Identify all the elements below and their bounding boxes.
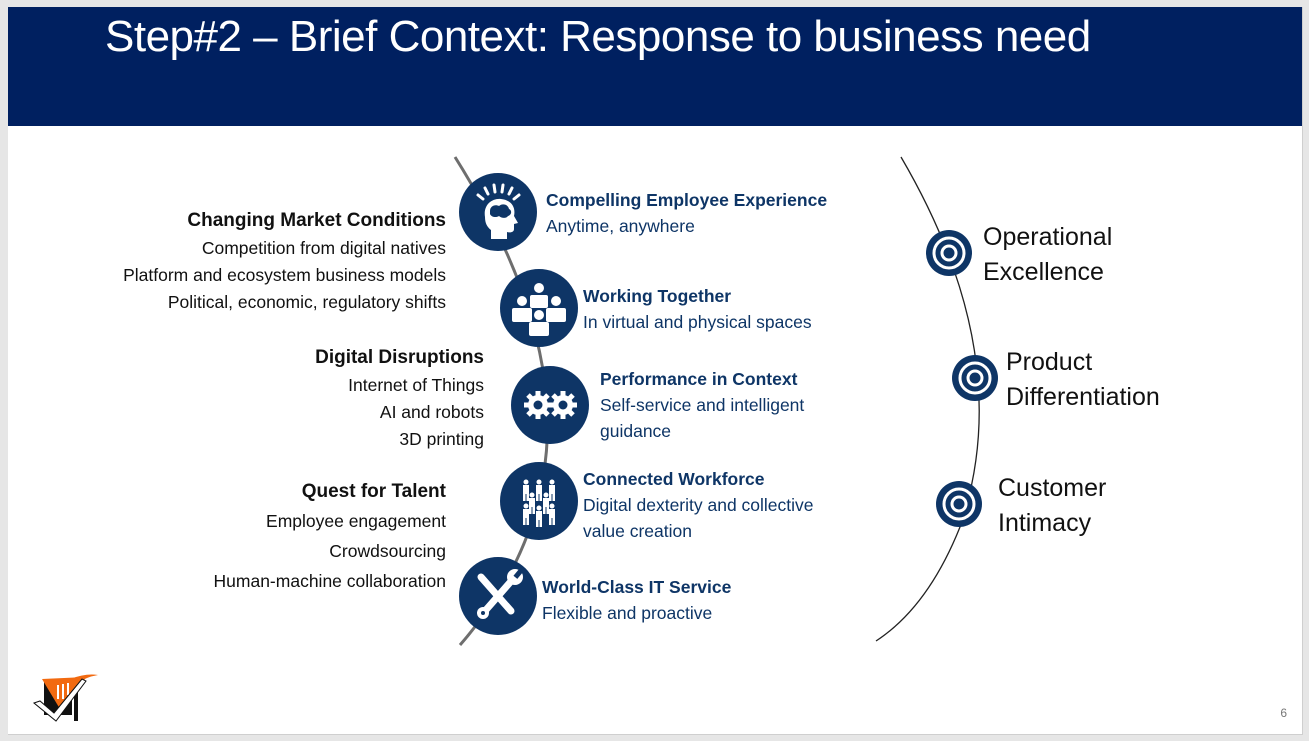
capability-title: World-Class IT Service (542, 577, 732, 597)
page-number: 6 (1280, 706, 1287, 720)
outcome-line: Operational (983, 223, 1113, 251)
driver-item: Platform and ecosystem business models (123, 265, 446, 285)
outcome-label: Operational Excellence (983, 220, 1112, 290)
driver-group-talent: Quest for Talent Employee engagement Cro… (214, 477, 446, 596)
target-icon (926, 230, 972, 276)
capability-subtitle: Flexible and proactive (542, 603, 713, 623)
capability-subtitle: Self-service and intelligent (600, 395, 805, 415)
driver-group-market: Changing Market Conditions Competition f… (123, 206, 446, 316)
driver-item: Crowdsourcing (329, 541, 446, 561)
outcome-line: Customer (998, 474, 1107, 502)
capability-subtitle: Digital dexterity and collective (583, 495, 814, 515)
title-bar: Step#2 – Brief Context: Response to busi… (8, 7, 1302, 126)
target-icon (952, 355, 998, 401)
driver-item: 3D printing (399, 429, 484, 449)
capability-text: Working Together In virtual and physical… (583, 283, 812, 335)
capability-subtitle: guidance (600, 421, 672, 441)
capability-subtitle: In virtual and physical spaces (583, 312, 812, 332)
slide-title: Step#2 – Brief Context: Response to busi… (105, 12, 1091, 61)
driver-group-digital: Digital Disruptions Internet of Things A… (315, 343, 484, 453)
capability-subtitle: value creation (583, 521, 692, 541)
driver-item: AI and robots (379, 402, 484, 422)
outcome-label: Product Differentiation (1006, 345, 1160, 415)
driver-item: Human-machine collaboration (213, 571, 446, 591)
capability-subtitle: Anytime, anywhere (546, 216, 695, 236)
driver-item: Competition from digital natives (201, 238, 446, 258)
capability-title: Performance in Context (600, 369, 798, 389)
capability-title: Working Together (583, 286, 732, 306)
capability-text: Compelling Employee Experience Anytime, … (546, 187, 827, 239)
gears-icon (511, 366, 589, 444)
team-icon (500, 269, 578, 347)
tools-icon (459, 557, 537, 635)
target-icon (936, 481, 982, 527)
driver-item: Internet of Things (348, 375, 484, 395)
capability-text: Performance in Context Self-service and … (600, 366, 804, 444)
workforce-icon (500, 462, 578, 540)
driver-heading: Changing Market Conditions (187, 210, 446, 231)
capability-title: Compelling Employee Experience (546, 190, 828, 210)
outcome-line: Product (1006, 348, 1093, 376)
brain-head-icon (459, 173, 537, 251)
company-logo (30, 673, 100, 728)
driver-item: Employee engagement (266, 511, 446, 531)
driver-heading: Quest for Talent (301, 481, 446, 502)
outcome-line: Differentiation (1006, 383, 1160, 411)
capability-text: Connected Workforce Digital dexterity an… (583, 466, 814, 544)
outcome-line: Intimacy (998, 509, 1092, 537)
driver-heading: Digital Disruptions (315, 347, 484, 368)
driver-item: Political, economic, regulatory shifts (167, 292, 446, 312)
capability-text: World-Class IT Service Flexible and proa… (542, 574, 731, 626)
capability-title: Connected Workforce (583, 469, 765, 489)
slide: Step#2 – Brief Context: Response to busi… (8, 7, 1303, 735)
outcome-label: Customer Intimacy (998, 471, 1106, 541)
outcome-line: Excellence (983, 258, 1104, 286)
